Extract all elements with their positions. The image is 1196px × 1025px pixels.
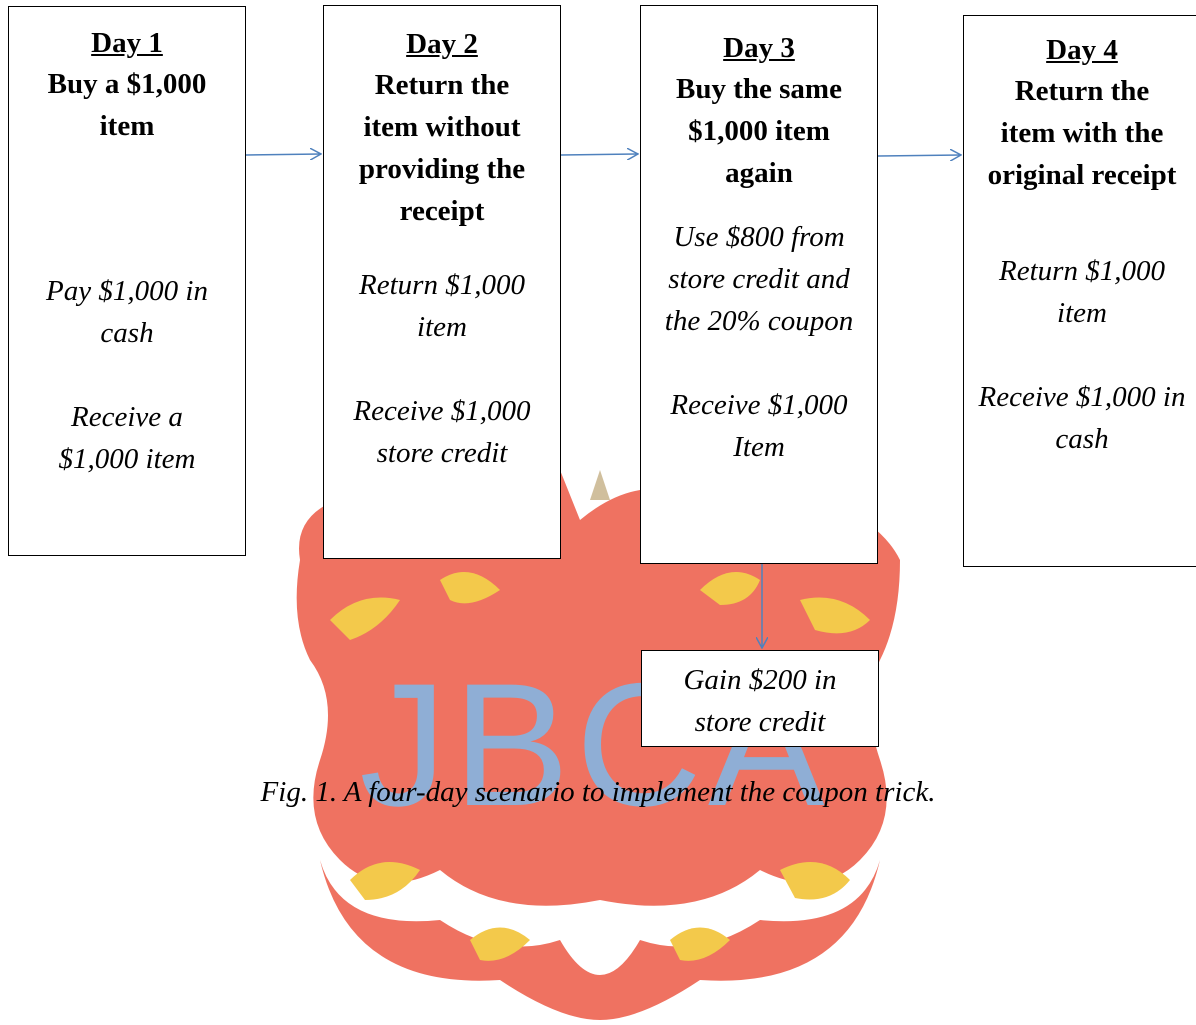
day3-label: Day 3: [723, 32, 795, 64]
day4-note-receive: Receive $1,000 in cash: [978, 381, 1186, 455]
day2-note-return: Return $1,000 item: [359, 269, 525, 343]
day3-note-receive: Receive $1,000 Item: [670, 389, 848, 463]
day2-label: Day 2: [406, 28, 478, 60]
gain-box: Gain $200 in store credit: [641, 650, 879, 747]
day1-note-receive: Receive a $1,000 item: [58, 401, 196, 475]
day4-label: Day 4: [1046, 34, 1118, 66]
day4-box: Day 4 Return the item with the original …: [963, 15, 1196, 567]
figure-caption: Fig. 1. A four-day scenario to implement…: [260, 776, 936, 808]
day4-title: Return the item with the original receip…: [987, 75, 1177, 191]
day4-note-return: Return $1,000 item: [999, 255, 1165, 329]
day2-note-receive: Receive $1,000 store credit: [353, 395, 531, 469]
day2-title: Return the item without providing the re…: [358, 69, 526, 227]
day1-label: Day 1: [91, 27, 163, 59]
gain-text: Gain $200 in store credit: [683, 664, 837, 738]
day1-note-pay: Pay $1,000 in cash: [46, 275, 208, 349]
day2-box: Day 2 Return the item without providing …: [323, 5, 561, 559]
day1-box: Day 1 Buy a $1,000 item Pay $1,000 in ca…: [8, 6, 246, 556]
day3-box: Day 3 Buy the same $1,000 item again Use…: [640, 5, 878, 564]
day3-note-use: Use $800 from store credit and the 20% c…: [664, 221, 854, 337]
day3-title: Buy the same $1,000 item again: [676, 73, 842, 189]
day1-title: Buy a $1,000 item: [47, 68, 207, 142]
